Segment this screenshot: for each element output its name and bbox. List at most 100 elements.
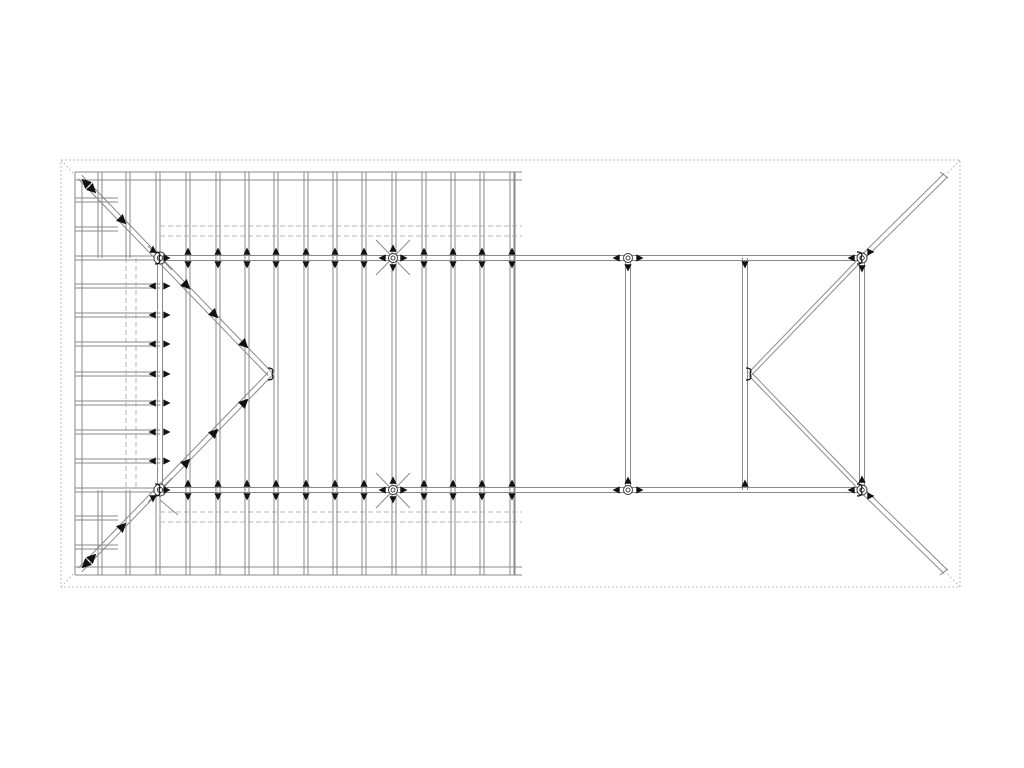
bearing-arrow bbox=[149, 495, 157, 503]
hanger-mark bbox=[267, 367, 274, 381]
common-rafter-bottom bbox=[361, 490, 367, 575]
common-rafter-middle bbox=[185, 258, 191, 490]
jack-rafter bbox=[75, 312, 160, 318]
bearing-arrow bbox=[243, 479, 251, 487]
hip-end bbox=[939, 568, 949, 576]
bearing-arrow bbox=[208, 308, 219, 319]
bearing-arrow bbox=[389, 496, 397, 504]
post-core bbox=[625, 255, 631, 261]
bearing-arrow bbox=[331, 493, 339, 501]
common-rafter-middle bbox=[479, 258, 485, 490]
common-rafter-top bbox=[509, 172, 515, 258]
bearing-arrow bbox=[400, 486, 408, 494]
hanger-mark bbox=[856, 483, 863, 497]
common-rafter-bottom bbox=[215, 490, 221, 575]
bearing-arrow bbox=[272, 479, 280, 487]
common-rafter-bottom bbox=[509, 490, 515, 575]
common-rafter-top bbox=[421, 172, 427, 258]
jack-rafter bbox=[75, 341, 160, 347]
bearing-arrow bbox=[302, 261, 310, 269]
bearing-arrow bbox=[163, 311, 171, 319]
common-rafter-bottom bbox=[244, 490, 250, 575]
bearing-arrow bbox=[389, 476, 397, 484]
right-hip bbox=[748, 256, 864, 376]
bearing-arrow bbox=[116, 522, 127, 533]
eave-hip-edge bbox=[863, 176, 949, 261]
bearing-markers bbox=[81, 178, 875, 569]
bearing-arrow bbox=[389, 244, 397, 252]
bearing-arrow bbox=[86, 183, 97, 194]
hip-rafter bbox=[77, 174, 273, 377]
bearing-arrow bbox=[847, 486, 855, 494]
bearing-arrow bbox=[81, 178, 92, 189]
common-rafter-middle bbox=[215, 258, 221, 490]
bearing-arrow bbox=[389, 264, 397, 272]
right-hip bbox=[748, 372, 864, 492]
bearing-arrow bbox=[612, 254, 620, 262]
post-core bbox=[625, 487, 631, 493]
right-hip-edge bbox=[751, 372, 864, 489]
common-rafter-bottom bbox=[97, 490, 103, 575]
hanger-mark bbox=[154, 483, 161, 497]
bearing-arrow bbox=[149, 245, 157, 253]
right-hip-edge bbox=[748, 256, 861, 373]
bearing-arrow bbox=[449, 493, 457, 501]
common-rafter-middle bbox=[332, 258, 338, 490]
common-rafter-bottom bbox=[273, 490, 279, 575]
jack-rafter bbox=[75, 515, 118, 521]
bearing-arrow bbox=[360, 479, 368, 487]
common-rafter-bottom bbox=[421, 490, 427, 575]
left-beam bbox=[157, 258, 163, 490]
bearing-arrow bbox=[184, 493, 192, 501]
bearing-arrow bbox=[148, 457, 156, 465]
hip-rafter-edge bbox=[77, 178, 269, 377]
common-rafter-middle bbox=[244, 258, 250, 490]
jack-rafter bbox=[75, 197, 118, 203]
common-rafter-bottom bbox=[479, 490, 485, 575]
common-rafter-middle bbox=[273, 258, 279, 490]
bearing-arrow bbox=[449, 479, 457, 487]
hip-rafter-edge bbox=[81, 375, 273, 573]
eave-hip-edge bbox=[859, 491, 945, 575]
bearing-arrow bbox=[360, 493, 368, 501]
bearing-arrow bbox=[360, 261, 368, 269]
jack-rafter bbox=[75, 226, 118, 232]
bearing-arrow bbox=[420, 479, 428, 487]
bearing-arrow bbox=[208, 428, 219, 439]
corner-tick bbox=[945, 571, 961, 588]
right-hip-frame bbox=[748, 171, 949, 576]
common-rafter-middle bbox=[391, 258, 397, 490]
bearing-arrow bbox=[741, 479, 749, 487]
eave-hip bbox=[859, 487, 949, 575]
jack-rafter bbox=[75, 255, 160, 261]
common-rafter-top bbox=[361, 172, 367, 258]
bearing-arrow bbox=[163, 399, 171, 407]
bearing-arrow bbox=[214, 247, 222, 255]
bearing-arrow bbox=[378, 254, 386, 262]
common-rafter-top bbox=[391, 172, 397, 258]
bearing-arrow bbox=[331, 479, 339, 487]
eave-hip-edge bbox=[859, 172, 945, 257]
bearing-arrow bbox=[858, 265, 866, 273]
bearing-arrow bbox=[420, 493, 428, 501]
bearing-arrow bbox=[331, 261, 339, 269]
jack-rafter bbox=[75, 458, 160, 464]
bearing-arrow bbox=[184, 261, 192, 269]
bearing-arrow bbox=[214, 261, 222, 269]
bearing-arrow bbox=[163, 254, 171, 262]
common-rafter-top bbox=[479, 172, 485, 258]
common-rafter-top bbox=[303, 172, 309, 258]
bearing-arrow bbox=[302, 493, 310, 501]
bearing-arrow bbox=[624, 264, 632, 272]
bearing-arrow bbox=[243, 261, 251, 269]
bearing-arrow bbox=[478, 247, 486, 255]
jack-rafter bbox=[75, 429, 160, 435]
bearing-arrow bbox=[148, 399, 156, 407]
left-rafter-frame bbox=[74, 171, 522, 576]
bearing-arrow bbox=[508, 247, 516, 255]
lower-beam bbox=[160, 487, 862, 493]
eave-hip-edge bbox=[863, 487, 949, 571]
common-rafter-top bbox=[97, 172, 103, 258]
common-rafter-middle bbox=[509, 258, 515, 490]
